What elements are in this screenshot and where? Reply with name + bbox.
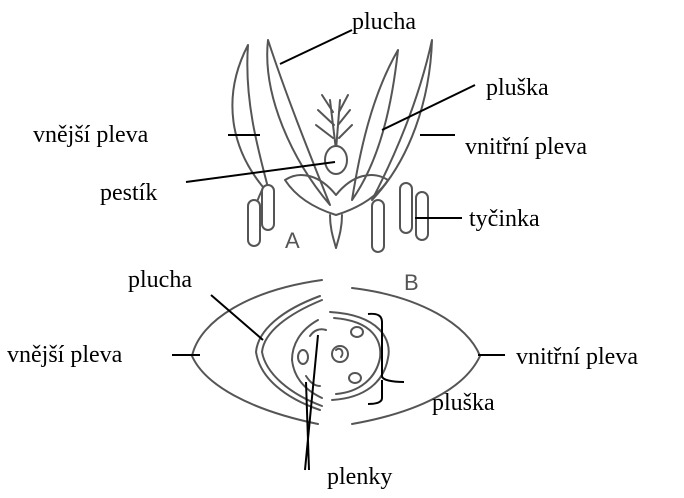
pistil-ovary-shape xyxy=(325,146,347,174)
label-plucha-b: plucha xyxy=(128,268,192,292)
label-vnejsi-pleva-a: vnější pleva xyxy=(33,123,148,147)
label-vnejsi-pleva-b: vnější pleva xyxy=(7,343,122,367)
stigma-shape xyxy=(316,95,352,150)
label-plenky: plenky xyxy=(327,465,392,489)
panel-b-letter: B xyxy=(404,272,419,294)
label-vnitrni-pleva-a: vnitřní pleva xyxy=(465,135,587,159)
label-pluska-b: pluška xyxy=(432,391,495,415)
label-vnitrni-pleva-b: vnitřní pleva xyxy=(516,345,638,369)
label-pluska-a: pluška xyxy=(486,76,549,100)
label-plucha-a: plucha xyxy=(352,10,416,34)
lemma-cross-shape xyxy=(256,296,320,410)
panel-a-letter: A xyxy=(285,230,300,252)
label-tycinka: tyčinka xyxy=(469,207,540,231)
anther-cross-shapes xyxy=(298,327,363,383)
rachilla-shape xyxy=(330,215,342,248)
label-pestik: pestík xyxy=(100,181,157,205)
panel-a-drawing xyxy=(232,40,432,252)
